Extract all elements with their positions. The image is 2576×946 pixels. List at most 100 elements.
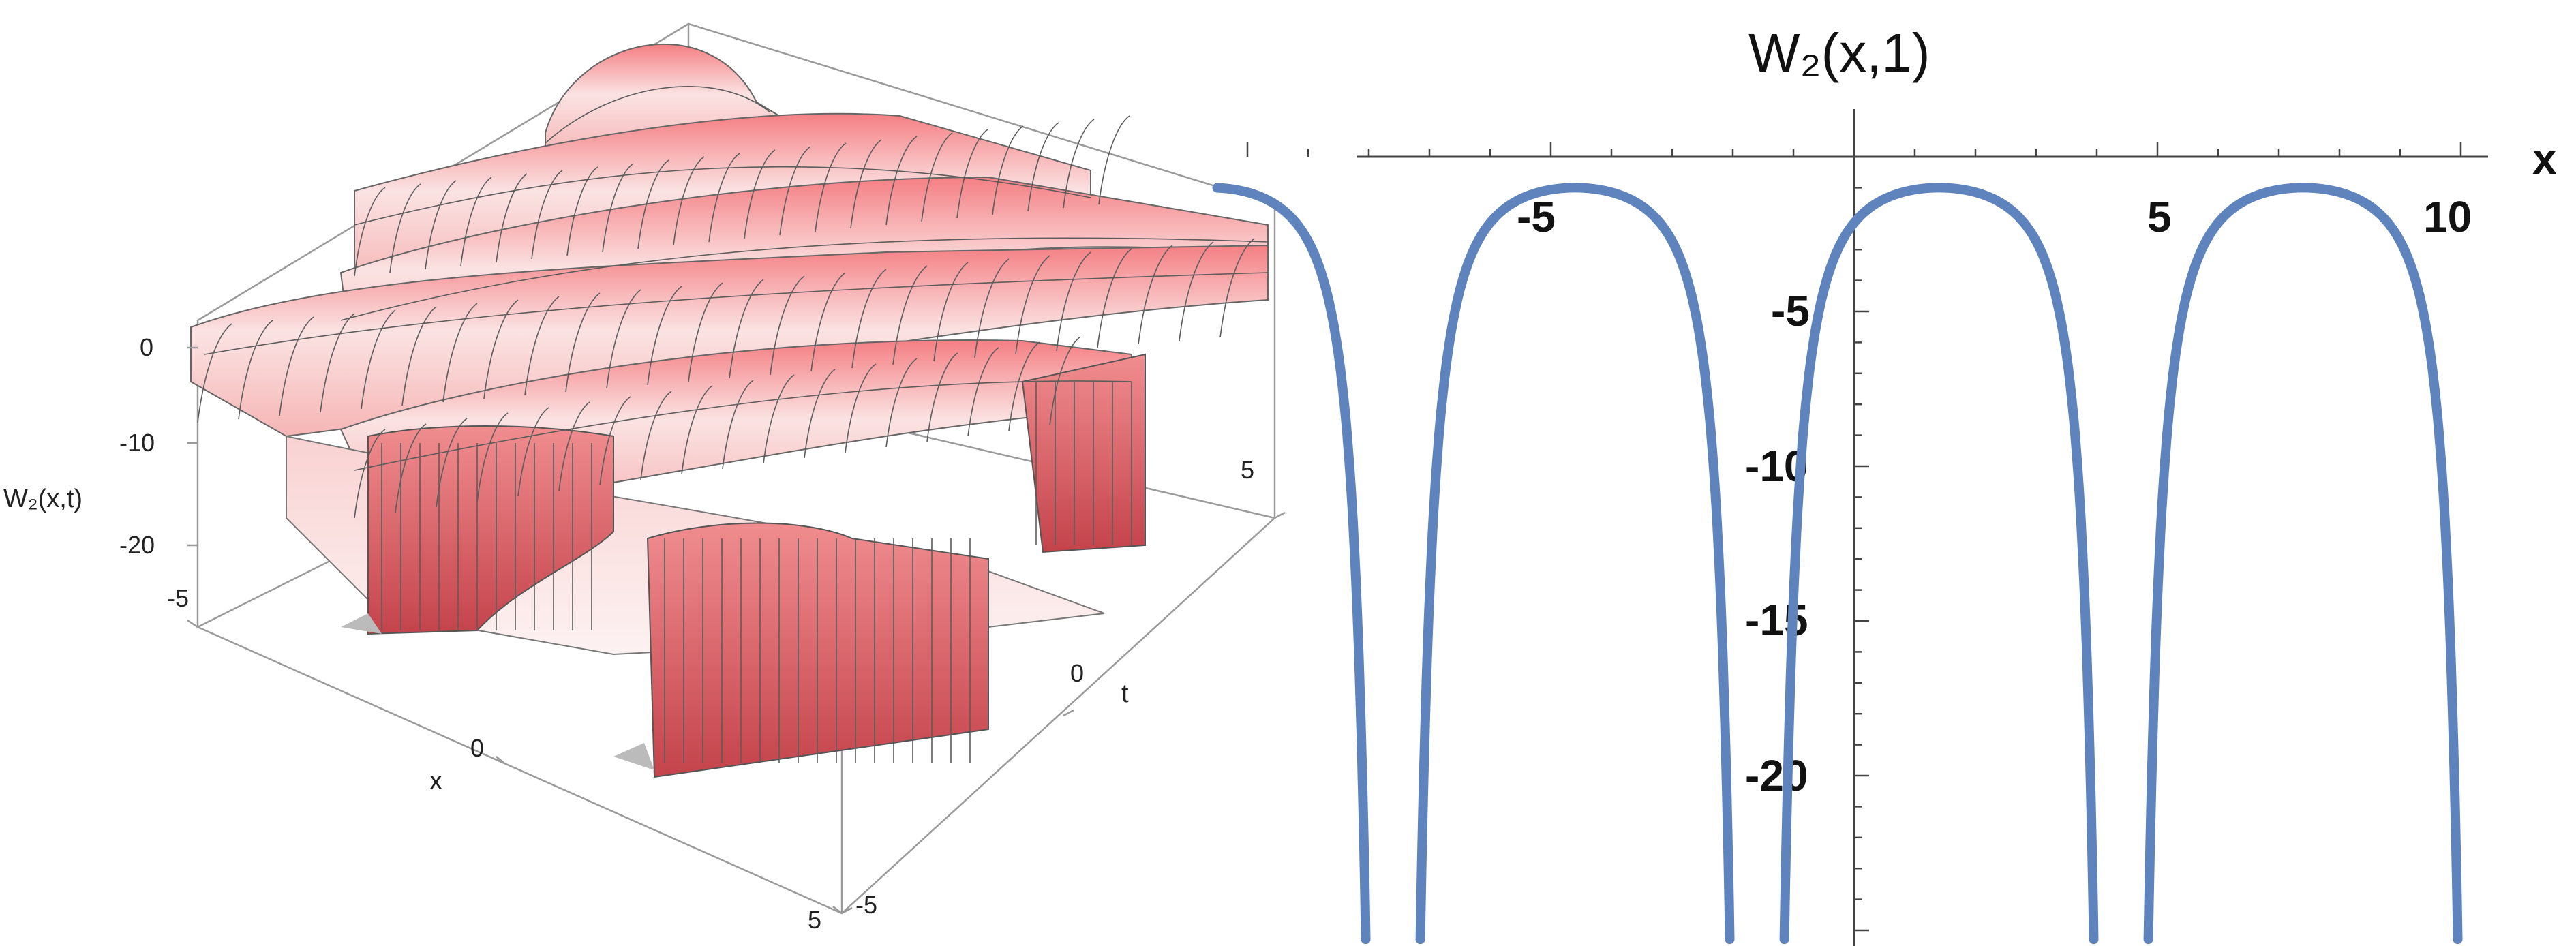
mesh-line [1219,238,1255,338]
mesh-line [476,412,509,502]
x-tick-label: 5 [808,906,821,934]
mesh-line [517,407,549,497]
t-tick-label: 0 [1070,659,1084,687]
mesh-line [1138,245,1173,345]
mesh-line [850,139,882,229]
mesh-line [1015,255,1050,355]
surface-shadow [613,743,654,770]
z-tick-label: 0 [140,333,153,361]
mesh-line [401,306,437,406]
mesh-line [637,159,669,249]
mesh-line [1063,119,1095,209]
mesh-line [1008,341,1040,431]
mesh-line [926,352,958,442]
mesh-line [810,272,846,372]
t-tick-label: -5 [855,891,877,919]
mesh-line [197,323,232,423]
mesh-line [425,180,457,270]
mesh-line [1027,122,1059,212]
t-axis [841,511,1286,915]
x-tick-label: 10 [2423,192,2472,241]
mesh-line [389,183,421,273]
mesh-line [599,396,631,486]
surface-wall [1021,353,1146,553]
t-axis-label: t [1121,680,1129,708]
mesh-line [1098,115,1130,205]
mesh-line [673,156,705,246]
y-tick-label: -20 [1745,751,1808,800]
mesh-line [354,166,1091,226]
mesh-line [524,296,560,396]
mesh-line [845,363,877,453]
mesh-line [361,309,396,410]
mesh-line [744,149,776,239]
x-axis-label: x [2532,134,2557,183]
mesh-line [602,163,634,253]
surface-mesh [197,86,1269,763]
mesh-line [992,125,1024,215]
y-tick-label: -5 [1771,286,1810,335]
x-axis-label: x [429,767,442,795]
mesh-line [1056,251,1091,352]
y-ticks [1854,187,1869,932]
mesh-line [688,282,723,382]
mesh-line [804,369,836,459]
mesh-line [763,374,795,464]
mesh-line [640,391,672,480]
mesh-line [892,265,928,365]
mesh-line [354,380,1132,471]
mesh-line [483,299,519,399]
surface-chart: 0 -10 -20 W₂(x,t) -5 0 5 x -5 0 5 t [3,22,1286,934]
x-tick-label: 5 [2147,192,2172,241]
y-tick-label: -15 [1745,596,1808,645]
mesh-line [354,429,386,519]
mesh-line [967,347,999,437]
mesh-line [565,292,601,393]
mesh-line [885,358,918,448]
mesh-line [1097,248,1132,348]
mesh-line [340,237,1269,321]
mesh-line [545,86,771,144]
x-tick-label: -5 [167,584,189,612]
mesh-line [708,153,740,243]
mesh-line [729,279,764,379]
mesh-line [460,177,492,266]
line-chart: W₂(x,1) -5 5 10 x -5 -10 -15 -20 [1212,22,2557,946]
mesh-line [779,146,811,236]
z-tick-label: -10 [119,429,155,457]
z-tick-label: -20 [119,531,155,559]
mesh-line [1049,336,1081,426]
mesh-line [566,166,598,256]
mesh-line [974,258,1010,358]
mesh-line [885,136,918,226]
t-tick-label: 5 [1241,456,1254,484]
series-curve [1212,183,2463,945]
mesh-line [681,385,713,475]
x-ticks [1246,142,2462,157]
mesh-line [933,262,969,362]
x-axis [187,619,843,914]
mesh-line [279,316,314,416]
mesh-line [956,129,988,219]
chart-title: W₂(x,1) [1748,22,1930,83]
mesh-line [606,289,641,389]
surface-body [190,43,1269,778]
mesh-line [647,286,682,386]
mesh-line [496,173,528,263]
mesh-line [851,269,887,369]
surface-wall [367,425,614,635]
mesh-line [921,132,953,222]
mesh-line [238,320,273,420]
mesh-line [354,187,386,277]
mesh-line [442,303,478,403]
mesh-line [395,423,427,513]
mesh-line [815,142,847,232]
mesh-line [204,272,1269,355]
mesh-line [531,170,563,260]
z-axis [187,346,198,547]
mesh-line [722,380,754,470]
surface-shadow [341,613,382,634]
surface-wall [646,522,989,778]
z-axis-label: W₂(x,t) [3,485,82,513]
